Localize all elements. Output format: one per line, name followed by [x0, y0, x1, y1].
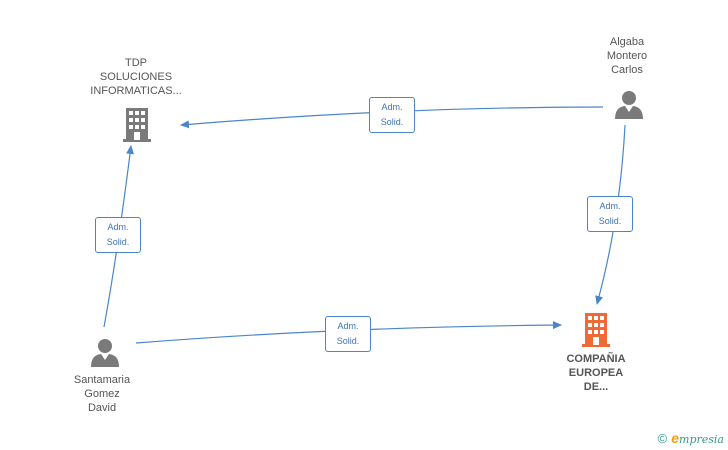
footer-brand: © empresia	[658, 430, 724, 446]
brand-logo: empresia	[671, 430, 724, 446]
node-label-compania[interactable]: COMPAÑIA EUROPEA DE...	[566, 353, 626, 393]
node-label-algaba[interactable]: Algaba Montero Carlos	[606, 36, 648, 76]
building-icon[interactable]	[121, 108, 153, 142]
edge-label-santamaria-tdp: Adm. Solid.	[95, 217, 141, 253]
person-icon[interactable]	[89, 338, 121, 368]
person-icon[interactable]	[613, 90, 645, 120]
edge-label-algaba-compania: Adm. Solid.	[587, 196, 633, 232]
node-label-tdp[interactable]: TDP SOLUCIONES INFORMATICAS...	[90, 57, 182, 97]
edge-label-algaba-tdp: Adm. Solid.	[369, 97, 415, 133]
node-label-santamaria[interactable]: Santamaria Gomez David	[73, 374, 131, 414]
edge-label-santamaria-compania: Adm. Solid.	[325, 316, 371, 352]
building-icon[interactable]	[580, 313, 612, 347]
copyright-symbol: ©	[657, 430, 668, 446]
